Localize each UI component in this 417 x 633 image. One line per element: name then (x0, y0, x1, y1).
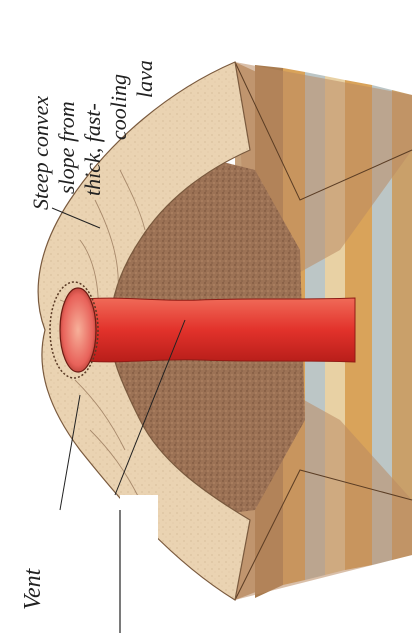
slope-label-line-1: Steep convex (28, 96, 53, 210)
blank-patch (120, 495, 158, 600)
vent-label-text: Vent (20, 567, 46, 610)
vent-label: Vent (20, 567, 46, 610)
slope-label-line-2: slope from (54, 101, 79, 194)
magma-conduit (70, 298, 355, 362)
slope-label-line-4: cooling (106, 74, 131, 140)
slope-label-line-5: lava (132, 60, 157, 98)
vent-opening (60, 288, 96, 372)
slope-label-line-3: thick, fast- (80, 103, 105, 196)
